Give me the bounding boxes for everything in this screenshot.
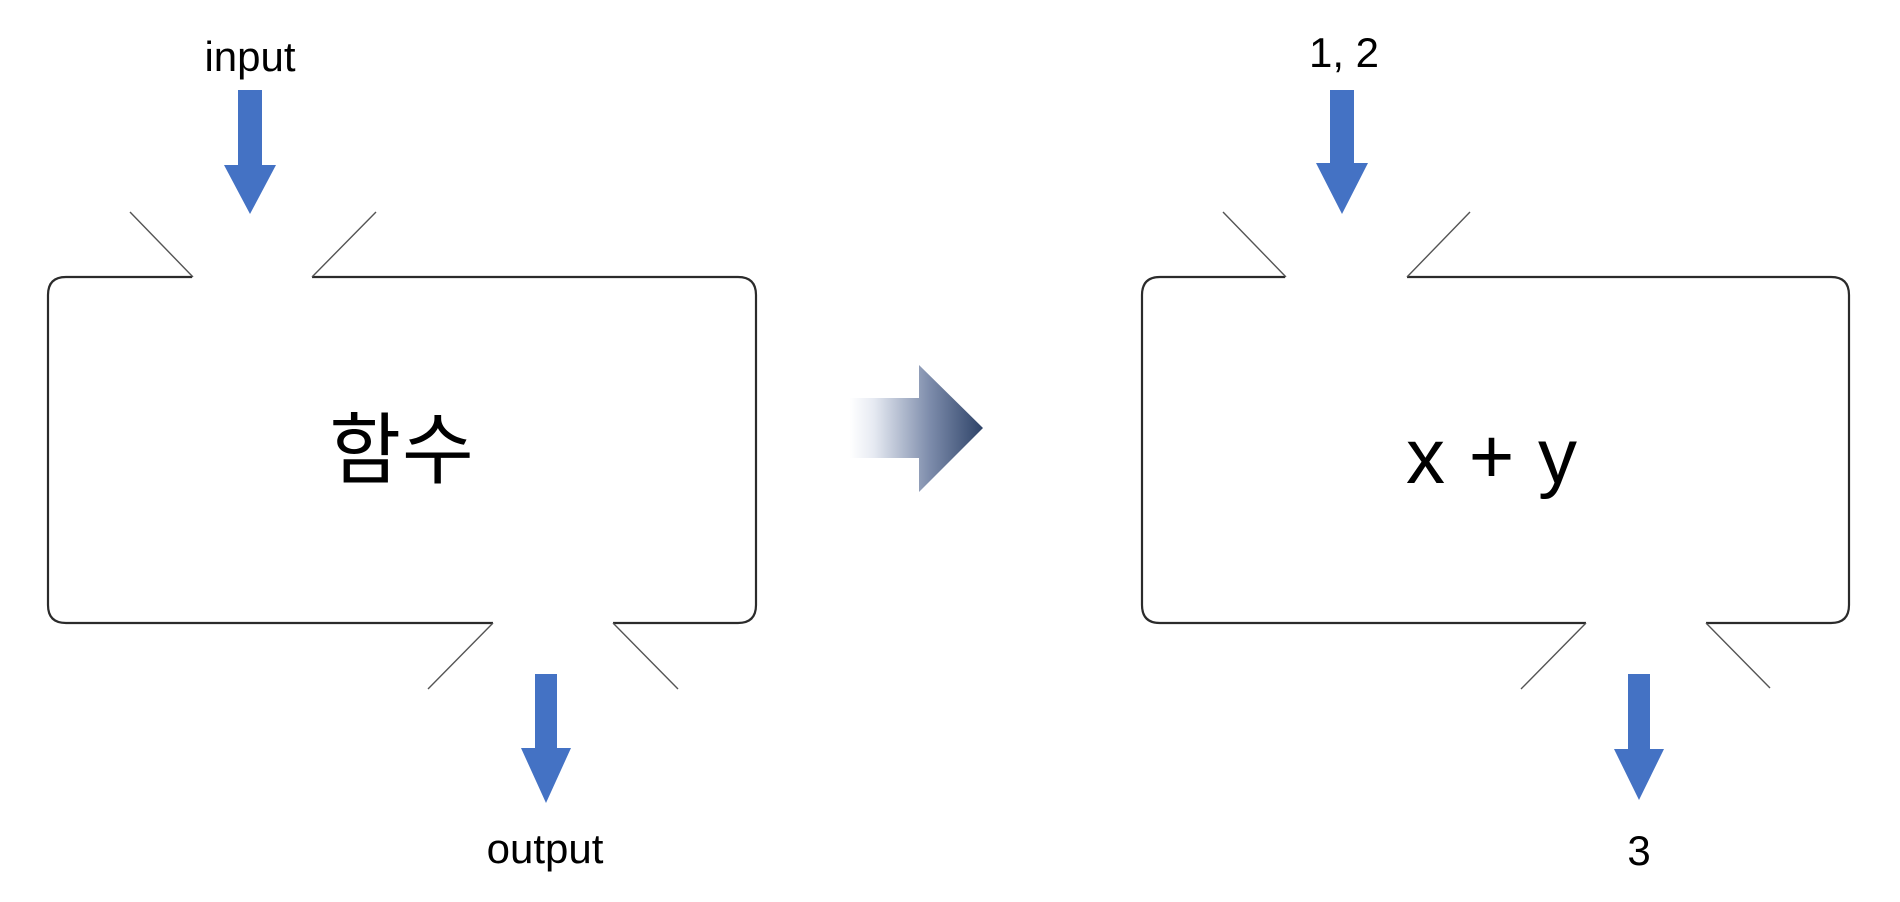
funnel-line-bottom-right bbox=[1705, 622, 1771, 689]
left-input-label: input bbox=[204, 33, 296, 80]
funnel-line-bottom-left bbox=[1520, 622, 1587, 690]
left-input-down-arrow-icon bbox=[224, 90, 276, 214]
right-machine-funnel-lines bbox=[1222, 211, 1771, 690]
funnel-line-bottom-left bbox=[427, 622, 494, 690]
left-machine-body-label: 함수 bbox=[329, 406, 475, 494]
right-machine-box-outline bbox=[1140, 275, 1851, 625]
funnel-line-top-right bbox=[311, 211, 377, 278]
right-output-label: 3 bbox=[1627, 827, 1651, 874]
funnel-line-top-left bbox=[1222, 211, 1287, 278]
left-machine-box-outline bbox=[46, 275, 758, 625]
right-input-down-arrow-icon bbox=[1316, 90, 1368, 214]
right-output-down-arrow-icon bbox=[1614, 674, 1664, 800]
funnel-line-top-left bbox=[129, 211, 194, 278]
funnel-line-bottom-right bbox=[612, 622, 679, 690]
left-output-label: output bbox=[486, 825, 604, 872]
left-output-down-arrow-icon bbox=[521, 674, 571, 803]
funnel-line-top-right bbox=[1406, 211, 1471, 278]
left-machine-funnel-lines bbox=[129, 211, 679, 690]
right-input-label: 1, 2 bbox=[1308, 29, 1380, 76]
transform-right-arrow-icon bbox=[850, 365, 983, 492]
right-machine-body-label: x + y bbox=[1406, 412, 1578, 500]
